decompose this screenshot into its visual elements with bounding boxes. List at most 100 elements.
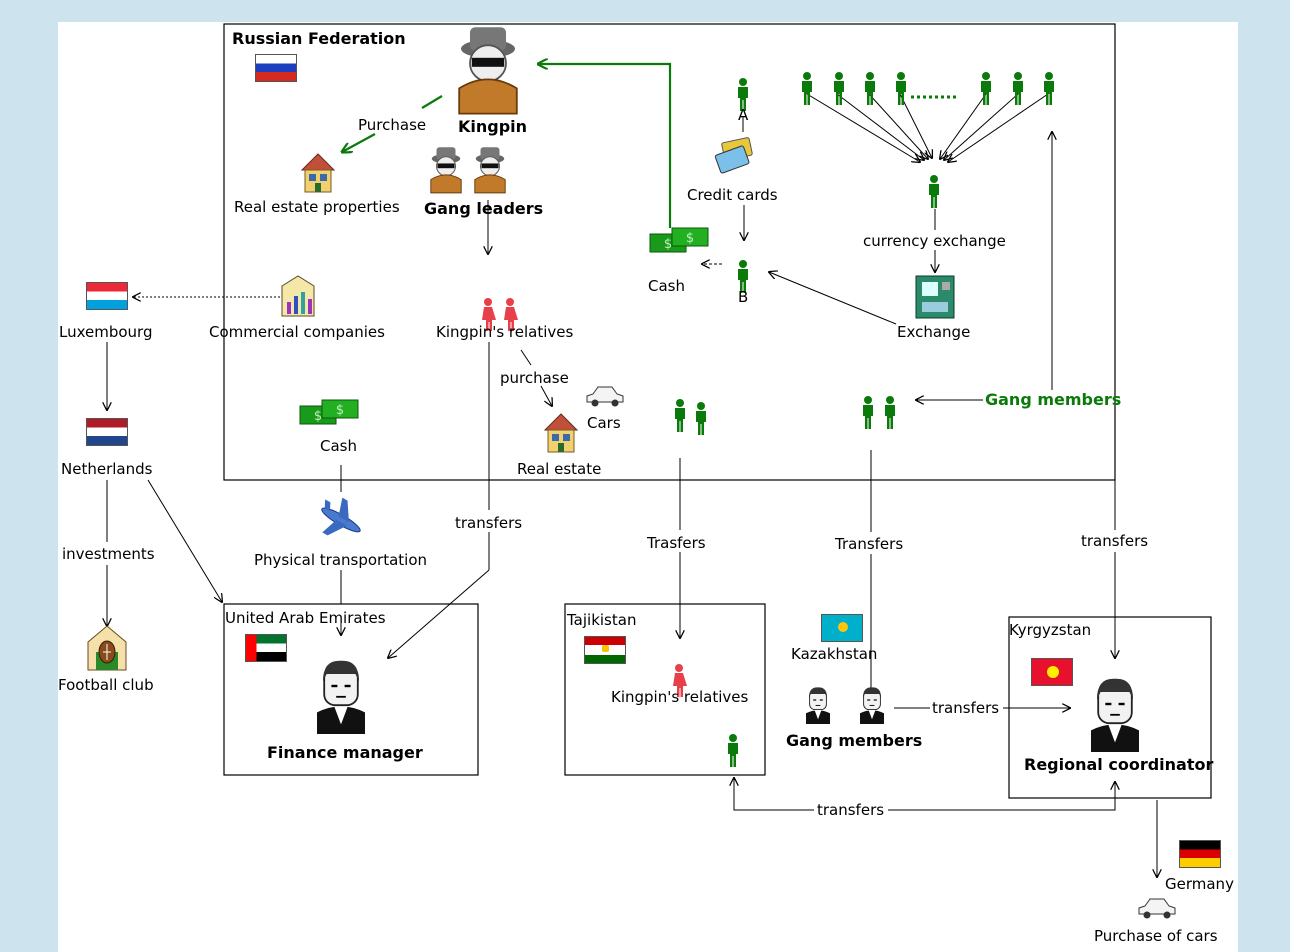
purchase-of-cars-label: Purchase of cars bbox=[1094, 927, 1218, 945]
kyrgyzstan-label: Kyrgyzstan bbox=[1009, 621, 1092, 639]
crown-icon bbox=[602, 645, 609, 652]
purchase-arrow bbox=[342, 133, 376, 152]
cash-top-label: Cash bbox=[648, 277, 685, 295]
currency-exchange-label: currency exchange bbox=[863, 232, 1006, 250]
gang-members-label: Gang members bbox=[985, 390, 1122, 409]
fan-arrow-2 bbox=[836, 93, 924, 160]
uae-label: United Arab Emirates bbox=[225, 609, 386, 627]
credit-cards-label: Credit cards bbox=[687, 186, 778, 204]
real-estate-properties-icon bbox=[301, 153, 335, 193]
commercial-companies-icon bbox=[281, 275, 315, 317]
gang-member-icon bbox=[834, 72, 844, 105]
trasfers-label: Trasfers bbox=[647, 534, 706, 552]
exchanger-icon bbox=[929, 175, 939, 208]
fan-arrow-5 bbox=[940, 93, 987, 159]
purchase-label: Purchase bbox=[358, 116, 427, 134]
gang-member-icon bbox=[865, 72, 875, 105]
fan-arrow-4 bbox=[899, 93, 932, 158]
cash-icon-mid bbox=[299, 399, 359, 425]
tajikistan-label: Tajikistan bbox=[567, 611, 637, 629]
sun-icon bbox=[1047, 666, 1059, 678]
kz-gang-member-icon bbox=[859, 686, 885, 725]
netherlands-label: Netherlands bbox=[61, 460, 153, 478]
kingpin-icon bbox=[458, 26, 518, 115]
credit-cards-icon bbox=[714, 137, 753, 174]
fan-arrow-3 bbox=[868, 93, 928, 159]
uae-flag bbox=[245, 634, 287, 662]
car-icon bbox=[586, 386, 624, 407]
diagram-svg: $ $ bbox=[87, 23, 1212, 919]
kz-gang-member-icon bbox=[805, 686, 831, 725]
purchase-line-upper bbox=[421, 95, 443, 109]
person-b-label: B bbox=[738, 288, 749, 306]
transfers-bottom-label: transfers bbox=[817, 801, 885, 819]
relatives-tj-label: Kingpin's relatives bbox=[611, 688, 749, 706]
regional-coordinator-label: Regional coordinator bbox=[1024, 755, 1214, 774]
gang-pair-icon bbox=[675, 399, 685, 432]
netherlands-flag bbox=[86, 418, 128, 446]
fan-arrow-6 bbox=[944, 93, 1019, 160]
gang-member-icon bbox=[1013, 72, 1023, 105]
luxembourg-label: Luxembourg bbox=[59, 323, 153, 341]
kazakhstan-label: Kazakhstan bbox=[791, 645, 878, 663]
physical-transportation-label: Physical transportation bbox=[254, 551, 428, 569]
gang-leader-icon bbox=[474, 146, 506, 194]
tajikistan-box bbox=[564, 603, 766, 776]
football-club-icon bbox=[87, 625, 127, 671]
tajik-to-kg-arrow bbox=[888, 782, 1115, 811]
plane-icon bbox=[321, 497, 361, 536]
transfers-label-2: transfers bbox=[1081, 532, 1149, 550]
gang-pair-icon bbox=[696, 402, 706, 435]
real-estate-properties-label: Real estate properties bbox=[234, 198, 400, 216]
transfers-label-1: transfers bbox=[455, 514, 523, 532]
cash-to-kingpin-arrow bbox=[538, 64, 672, 228]
to-b-arrow bbox=[769, 272, 897, 325]
diagram-canvas: $ $ bbox=[58, 22, 1238, 952]
kyrgyzstan-flag bbox=[1031, 658, 1073, 686]
investments-label: investments bbox=[62, 545, 155, 563]
cash-icon-top bbox=[649, 227, 709, 253]
fan-arrow-7 bbox=[948, 93, 1049, 162]
kg-to-tajik-arrow bbox=[734, 778, 814, 811]
real-estate-icon bbox=[544, 413, 578, 453]
commercial-companies-label: Commercial companies bbox=[209, 323, 385, 341]
gang-member-icon bbox=[1044, 72, 1054, 105]
kingpin-label: Kingpin bbox=[458, 117, 528, 136]
gang-pair-icon bbox=[885, 396, 895, 429]
netherlands-to-uae-arrow bbox=[147, 479, 222, 602]
person-a-label: A bbox=[738, 106, 749, 124]
real-estate-label: Real estate bbox=[517, 460, 602, 478]
finance-manager-label: Finance manager bbox=[267, 743, 423, 762]
gang-leaders-label: Gang leaders bbox=[424, 199, 544, 218]
transfers-to-finance-arrow bbox=[388, 569, 490, 658]
russia-flag bbox=[255, 54, 297, 82]
regional-coordinator-icon bbox=[1089, 677, 1141, 754]
car-icon bbox=[1138, 898, 1176, 919]
purchase-to-realestate-arrow bbox=[540, 385, 552, 406]
gang-pair-icon bbox=[863, 396, 873, 429]
purchase-lower-label: purchase bbox=[500, 369, 569, 387]
uae-box bbox=[223, 603, 479, 776]
russia-label: Russian Federation bbox=[232, 29, 406, 48]
exchange-icon bbox=[915, 275, 955, 319]
gang-member-icon bbox=[896, 72, 906, 105]
germany-flag bbox=[1179, 840, 1221, 868]
relatives-label: Kingpin's relatives bbox=[436, 323, 574, 341]
gang-members-kz-label: Gang members bbox=[786, 731, 923, 750]
cash-mid-label: Cash bbox=[320, 437, 357, 455]
tajikistan-flag bbox=[584, 636, 626, 664]
gang-member-icon bbox=[802, 72, 812, 105]
relatives-purchase-line bbox=[520, 349, 532, 366]
gang-member-icon bbox=[981, 72, 991, 105]
transfers-kz-label: transfers bbox=[932, 699, 1000, 717]
exchange-label: Exchange bbox=[897, 323, 971, 341]
transfers-cap-label: Transfers bbox=[835, 535, 904, 553]
football-club-label: Football club bbox=[58, 676, 154, 694]
kazakhstan-flag bbox=[821, 614, 863, 642]
luxembourg-flag bbox=[86, 282, 128, 310]
gang-leader-icon bbox=[430, 146, 462, 194]
tajik-member-icon bbox=[728, 734, 738, 767]
sun-icon bbox=[838, 622, 848, 632]
fan-arrow-1 bbox=[806, 93, 920, 162]
finance-manager-icon bbox=[315, 659, 367, 736]
